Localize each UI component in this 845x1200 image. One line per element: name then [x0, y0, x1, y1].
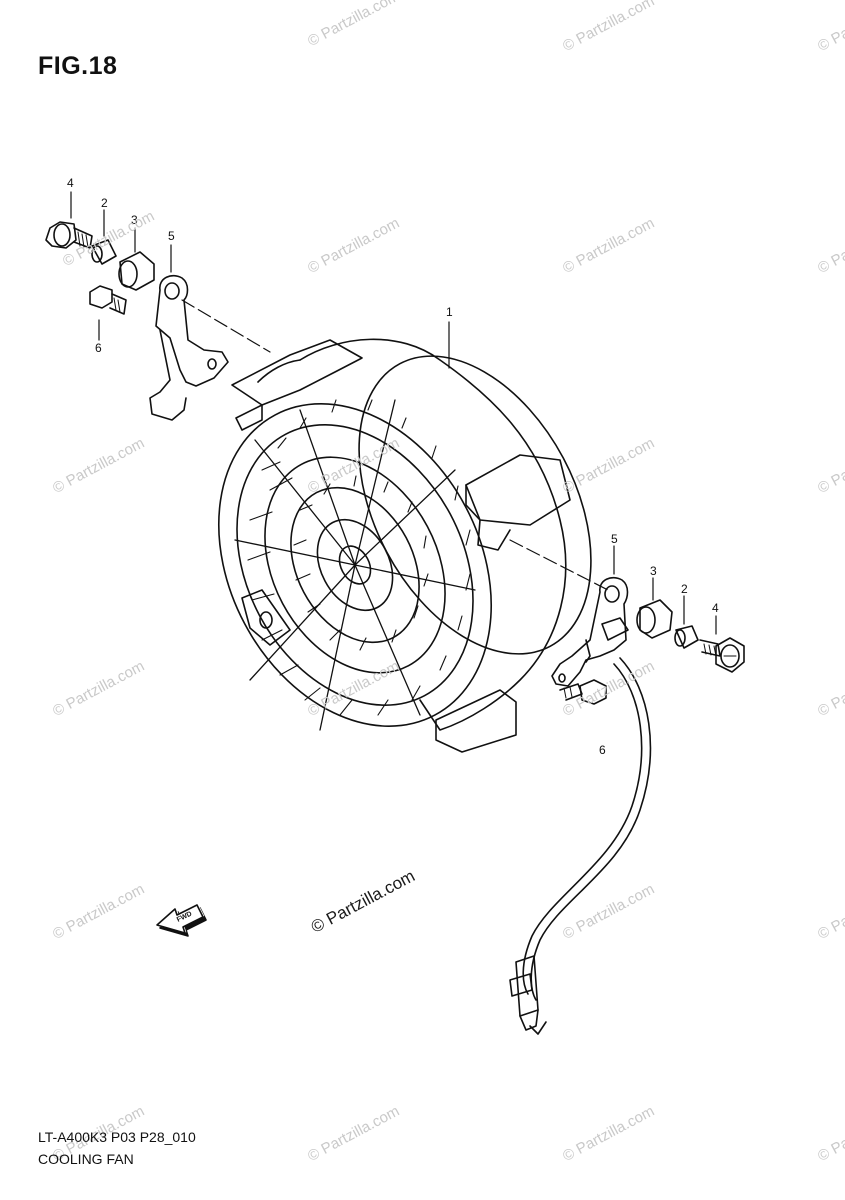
fwd-arrow: FWD	[156, 904, 207, 937]
callout-right-bolt: 6	[599, 743, 606, 757]
model-code: LT-A400K3 P03 P28_010	[38, 1129, 196, 1145]
right-grommet	[636, 599, 673, 639]
callout-fan-assembly: 1	[446, 305, 453, 319]
left-grommet	[118, 251, 155, 291]
fan-bottom-foot	[435, 689, 517, 753]
part-name: COOLING FAN	[38, 1151, 134, 1167]
fan-housing-rear-rim	[358, 355, 592, 655]
fan-housing-body	[299, 338, 567, 731]
fan-lower-left-tab	[241, 589, 291, 646]
fan-top-mount-tab	[231, 339, 363, 406]
right-bolt	[559, 679, 607, 705]
callout-right-screw: 4	[712, 601, 719, 615]
fan-grille-slats	[247, 399, 471, 716]
fan-shroud-ring-4	[316, 518, 394, 612]
callout-right-grommet: 3	[650, 564, 657, 578]
left-collar	[91, 239, 117, 265]
fan-shroud-outer	[217, 403, 493, 727]
callout-right-bracket: 5	[611, 532, 618, 546]
fan-assembly	[217, 338, 592, 753]
fan-connector	[509, 955, 547, 1035]
right-bracket	[551, 576, 629, 687]
fan-shroud-ring-2	[264, 456, 446, 674]
callout-right-collar: 2	[681, 582, 688, 596]
left-mount-alignment	[181, 299, 271, 353]
right-collar	[674, 625, 699, 649]
callout-left-collar: 2	[101, 196, 108, 210]
fan-shroud-ring-1	[236, 424, 474, 706]
right-screw	[699, 637, 745, 673]
callout-left-bolt: 6	[95, 341, 102, 355]
right-mount-alignment	[509, 539, 609, 591]
callout-left-bracket: 5	[168, 229, 175, 243]
callout-left-screw: 4	[67, 176, 74, 190]
figure-title: FIG.18	[38, 52, 118, 80]
left-screw	[45, 221, 93, 249]
left-mount-hardware	[45, 191, 271, 421]
callout-left-grommet: 3	[131, 213, 138, 227]
left-bolt	[89, 285, 127, 315]
fan-wire-harness	[522, 657, 652, 1001]
right-mount-hardware	[509, 539, 745, 705]
fan-right-mount-tab	[465, 454, 571, 526]
fan-hub	[338, 545, 372, 585]
left-bracket	[149, 274, 229, 421]
